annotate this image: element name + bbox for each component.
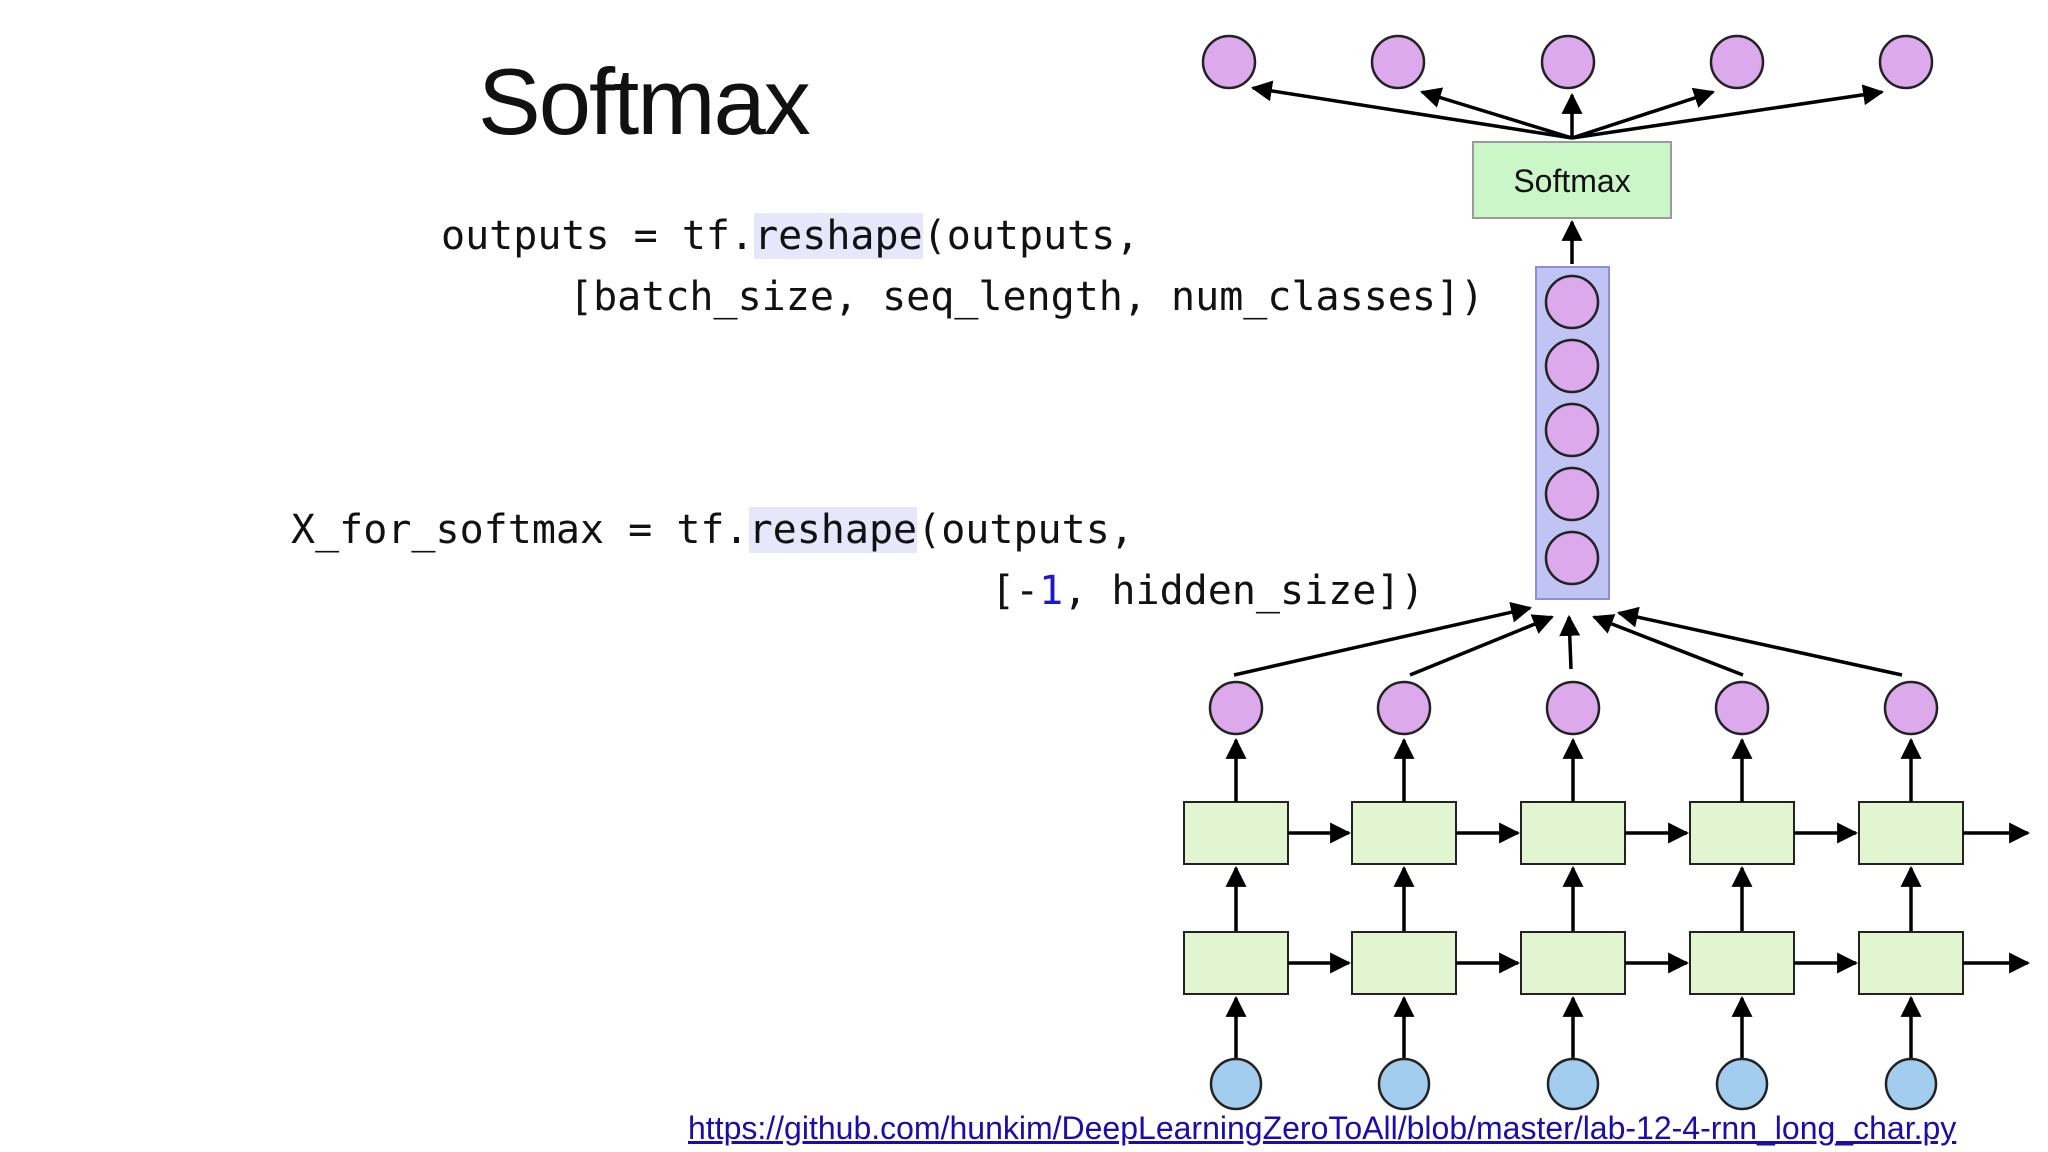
softmax-output-node: [1540, 34, 1596, 90]
rnn-output-to-stack-arrow: [1592, 614, 1744, 677]
softmax-output-node: [1370, 34, 1426, 90]
stack-node: [1544, 466, 1600, 522]
input-node: [1546, 1057, 1600, 1111]
input-node: [1715, 1057, 1769, 1111]
rnn-cell: [1351, 931, 1457, 995]
softmax-output-arrow: [1571, 87, 1715, 140]
input-node: [1209, 1057, 1263, 1111]
softmax-output-node: [1709, 34, 1765, 90]
rnn-cell: [1689, 801, 1795, 865]
input-node: [1377, 1057, 1431, 1111]
code-text: outputs = tf.: [441, 213, 755, 259]
rnn-cell: [1858, 931, 1964, 995]
stack-node: [1544, 274, 1600, 330]
softmax-box: [1472, 141, 1672, 219]
code-text: X_for_softmax = tf.: [291, 507, 749, 553]
softmax-box-label: Softmax: [1513, 163, 1630, 199]
softmax-output-arrow: [1250, 80, 1573, 140]
code-block-reshape-softmax-line1: X_for_softmax = tf.reshape(outputs,: [291, 507, 1134, 553]
code-text: (outputs,: [922, 213, 1140, 259]
input-node: [1884, 1057, 1938, 1111]
stack-node: [1544, 530, 1600, 586]
rnn-output-to-stack-arrow: [1233, 601, 1533, 677]
rnn-cell: [1520, 931, 1626, 995]
code-block-reshape-outputs-line1: outputs = tf.reshape(outputs,: [441, 213, 1140, 259]
code-text: [-: [991, 568, 1040, 614]
stack-node: [1544, 402, 1600, 458]
softmax-output-arrow: [1419, 87, 1573, 140]
code-text: [batch_size, seq_length, num_classes]): [569, 274, 1485, 320]
rnn-cell: [1183, 801, 1289, 865]
rnn-output-node: [1376, 680, 1432, 736]
code-text: (outputs,: [917, 507, 1134, 553]
code-function-highlight: reshape: [754, 213, 923, 259]
rnn-output-node: [1545, 680, 1601, 736]
rnn-output-node: [1208, 680, 1264, 736]
code-block-reshape-outputs-line2: [batch_size, seq_length, num_classes]): [569, 277, 1484, 317]
rnn-cell: [1689, 931, 1795, 995]
source-link[interactable]: https://github.com/hunkim/DeepLearningZe…: [688, 1110, 1957, 1146]
softmax-output-node: [1201, 34, 1257, 90]
softmax-output-arrow: [1571, 84, 1885, 140]
rnn-cell: [1183, 931, 1289, 995]
code-number: 1: [1039, 568, 1064, 614]
rnn-output-to-stack-arrow: [1616, 606, 1903, 677]
stack-node: [1544, 338, 1600, 394]
rnn-cell: [1351, 801, 1457, 865]
rnn-output-node: [1714, 680, 1770, 736]
slide-title: Softmax: [478, 49, 811, 154]
rnn-output-node: [1883, 680, 1939, 736]
rnn-cell: [1858, 801, 1964, 865]
code-block-reshape-softmax-line2: [-1, hidden_size]): [991, 571, 1425, 611]
softmax-output-node: [1878, 34, 1934, 90]
rnn-output-to-stack-arrow: [1559, 614, 1581, 670]
code-text: , hidden_size]): [1063, 568, 1425, 614]
code-function-highlight: reshape: [748, 507, 918, 553]
rnn-output-to-stack-arrow: [1409, 614, 1554, 677]
rnn-cell: [1520, 801, 1626, 865]
